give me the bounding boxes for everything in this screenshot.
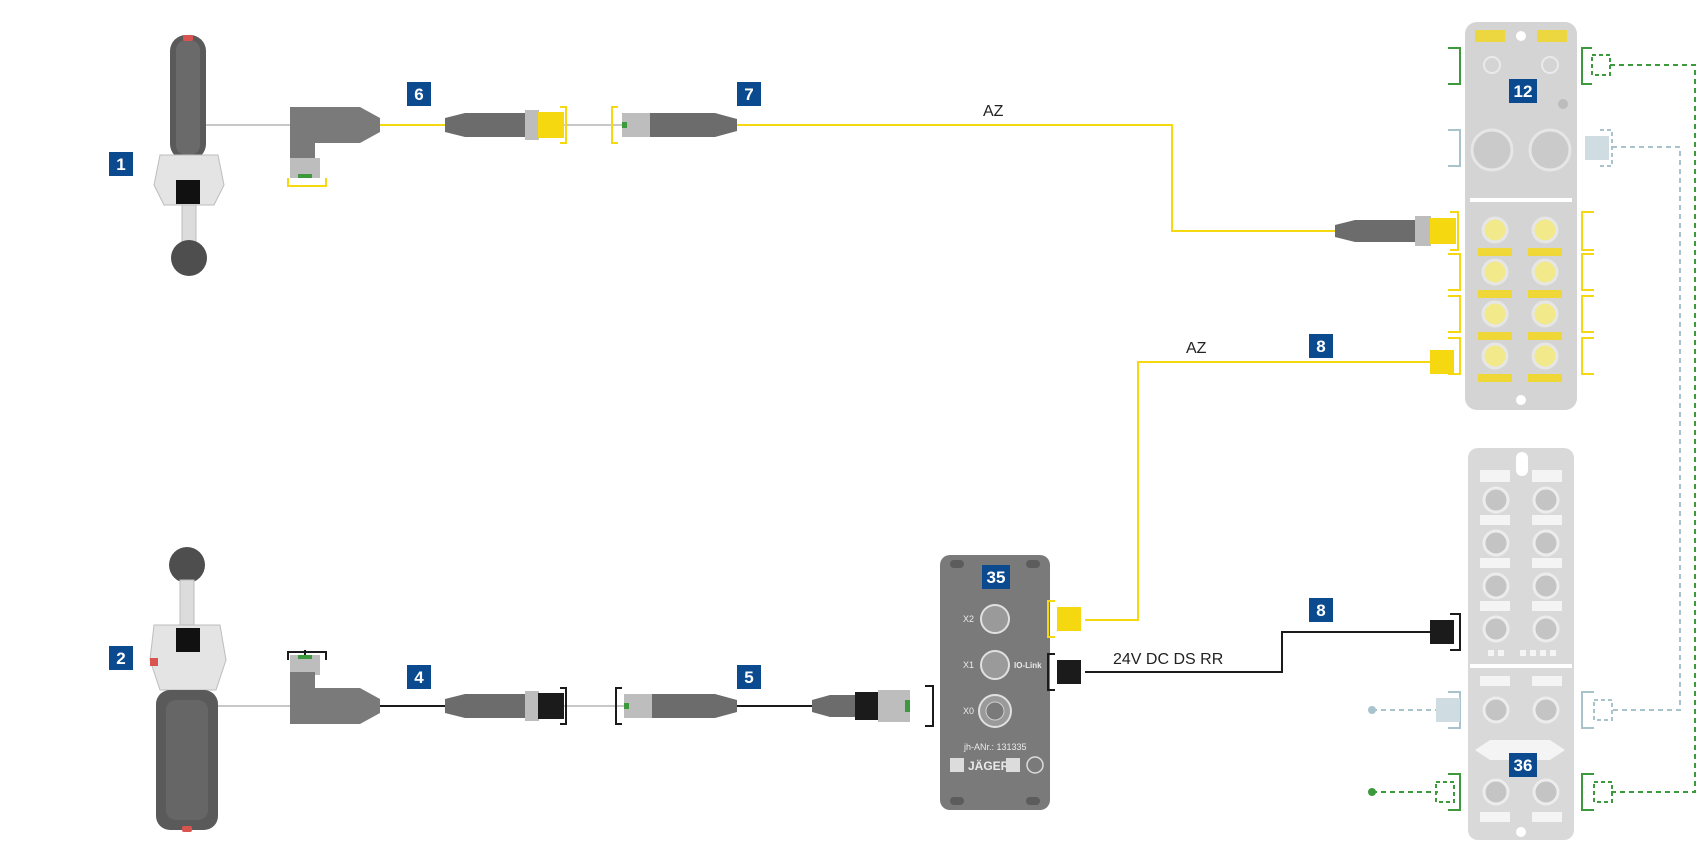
badge-12: 12 — [1509, 79, 1537, 103]
badge-36: 36 — [1509, 753, 1537, 777]
hub-port-x1 — [980, 650, 1010, 680]
badge-1: 1 — [109, 152, 133, 176]
badge-5: 5 — [737, 665, 761, 689]
m12-connector-6 — [445, 106, 567, 144]
handle-1 — [153, 35, 225, 276]
wire-label-az-mid: AZ — [1186, 340, 1207, 357]
bus-wire — [1612, 146, 1681, 711]
badge-6: 6 — [407, 82, 431, 106]
m12-connector-7 — [611, 106, 737, 144]
m12-connector-to-35 — [812, 685, 934, 727]
module-12-brackets — [1448, 47, 1613, 375]
power-wire — [1085, 631, 1430, 673]
svg-text:5: 5 — [744, 668, 753, 687]
hub-ce-icon — [1026, 756, 1044, 774]
m12-connector-into-12 — [1335, 211, 1459, 251]
svg-text:7: 7 — [744, 85, 753, 104]
ground-terminal — [1368, 788, 1376, 796]
svg-text:1: 1 — [116, 155, 125, 174]
io-module-12 — [1465, 22, 1577, 410]
bus-plug-36 — [1436, 698, 1460, 722]
badge-4: 4 — [407, 665, 431, 689]
hub-port-x2 — [980, 604, 1010, 634]
power-plug-36 — [1430, 620, 1454, 644]
svg-text:8: 8 — [1316, 337, 1325, 356]
hub-qr-code — [950, 758, 964, 772]
hub-plug-x1 — [1057, 660, 1081, 684]
module-36-brackets — [1430, 613, 1613, 811]
angled-connector-4 — [287, 651, 380, 724]
svg-text:36: 36 — [1514, 756, 1533, 775]
svg-text:8: 8 — [1316, 601, 1325, 620]
hub-port-x1-label: X1 — [963, 660, 974, 670]
io-module-36 — [1468, 448, 1574, 840]
angled-connector-6 — [287, 107, 380, 187]
bus-terminal — [1368, 706, 1376, 714]
badge-2: 2 — [109, 646, 133, 670]
wire-label-az-top: AZ — [983, 103, 1004, 120]
hub-brand-logo: JÄGER — [968, 758, 1010, 773]
badge-7: 7 — [737, 82, 761, 106]
signal-wire-az-top — [735, 124, 1340, 232]
m12-connector-5 — [615, 687, 737, 725]
svg-text:2: 2 — [116, 649, 125, 668]
bus-plug-12 — [1585, 136, 1609, 160]
ground-wire — [1610, 64, 1696, 793]
hub-plug-x2 — [1057, 607, 1081, 631]
badge-8-power: 8 — [1309, 598, 1333, 622]
wire-label-power: 24V DC DS RR — [1113, 651, 1223, 668]
hub-iolink-label: IO-Link — [1014, 661, 1042, 670]
handle-2 — [149, 547, 227, 832]
badge-35: 35 — [982, 565, 1010, 589]
svg-text:12: 12 — [1514, 82, 1533, 101]
hub-article-number: jh-ANr.: 131335 — [963, 742, 1027, 752]
svg-text:6: 6 — [414, 85, 423, 104]
signal-wire-az-mid — [1085, 361, 1430, 621]
signal-plug-12 — [1430, 350, 1454, 374]
svg-text:4: 4 — [414, 668, 424, 687]
io-link-hub-35: X2 X1 X0 IO-Link jh-ANr.: 131335 JÄGER — [940, 555, 1050, 810]
m12-connector-4 — [445, 687, 567, 725]
badge-8-signal: 8 — [1309, 334, 1333, 358]
hub-port-x0-label: X0 — [963, 706, 974, 716]
hub-port-x2-label: X2 — [963, 614, 974, 624]
svg-text:35: 35 — [987, 568, 1006, 587]
